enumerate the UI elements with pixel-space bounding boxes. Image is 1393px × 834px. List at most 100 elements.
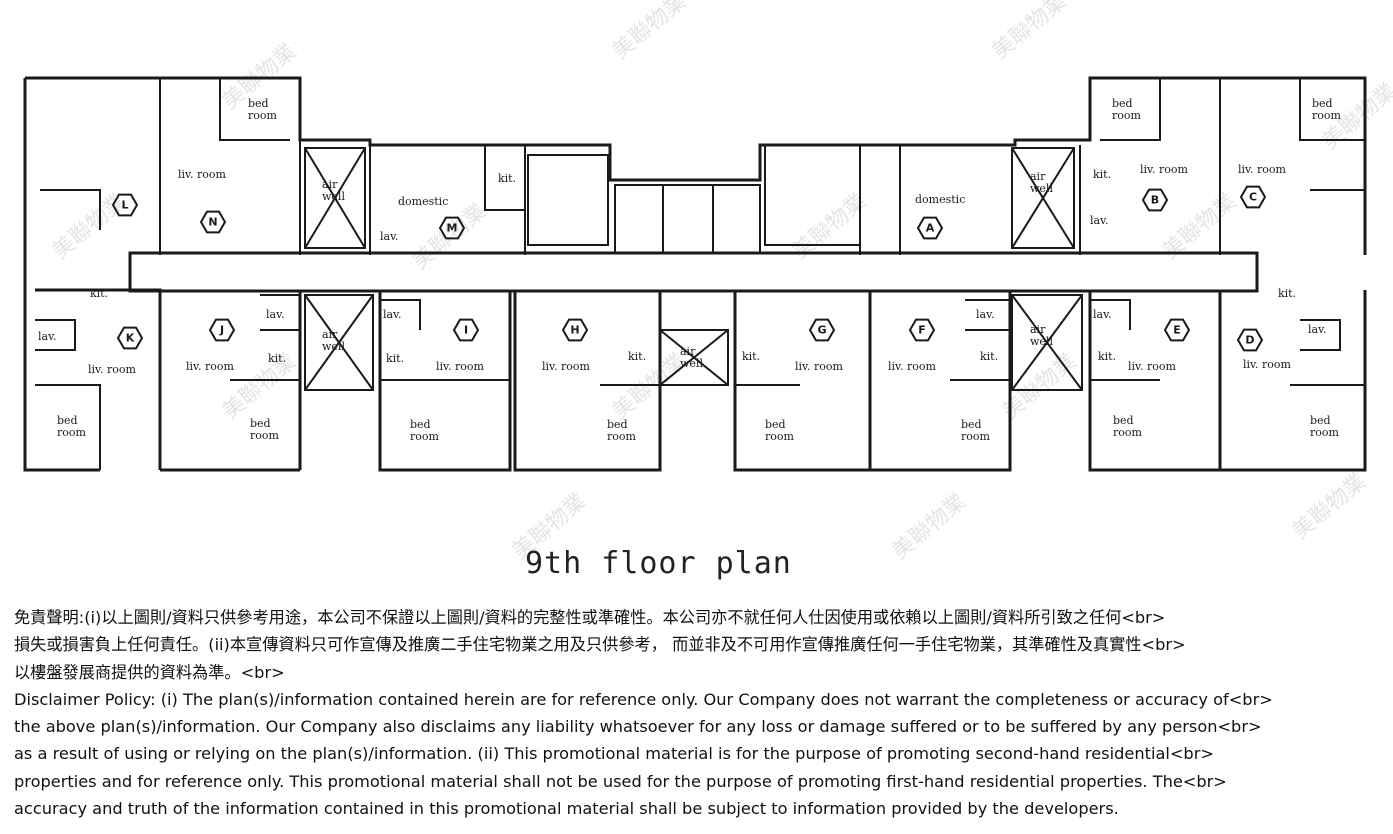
hexagon-icon [111,193,139,217]
room-label-domestic: domestic [398,195,448,208]
room-label-living-room: liv. room [542,360,590,373]
hexagon-icon [452,318,480,342]
room-label-lavatory: lav. [38,330,56,343]
unit-marker-i: I [452,318,480,342]
disclaimer-line: as a result of using or relying on the p… [14,744,1214,764]
room-labels: liv. room liv. room liv. room liv. room liv.… [38,97,1342,443]
room-label-bedroom: bed [607,418,628,431]
hexagon-icon [1239,185,1267,209]
room-label-living-room: liv. room [795,360,843,373]
room-label-kitchen: kit. [90,287,108,300]
unit-letter: H [570,324,579,337]
room-label-bedroom: room [1310,426,1340,439]
room-label-bedroom: room [250,429,280,442]
disclaimer: 免責聲明:(i)以上圖則/資料只供參考用途，本公司不保證以上圖則/資料的完整性或… [14,604,1384,822]
disclaimer-line: accuracy and truth of the information co… [14,799,1119,819]
floor-plan-drawing: 美聯物業美聯物業美聯物業美聯物業美聯物業美聯物業美聯物業美聯物業美聯物業美聯物業… [23,0,1393,581]
room-label-living-room: liv. room [436,360,484,373]
room-label-bedroom: room [410,430,440,443]
unit-letter: E [1173,324,1181,337]
watermark: 美聯物業 [988,0,1071,65]
unit-marker-h: H [561,318,589,342]
unit-marker-g: G [808,318,836,342]
room-label-bedroom: bed [410,418,431,431]
hexagon-icon [1141,188,1169,212]
unit-letter: G [817,324,826,337]
room-label-bedroom: room [961,430,991,443]
hexagon-icon [199,210,227,234]
room-label-bedroom: bed [961,418,982,431]
room-label-bedroom: bed [57,414,78,427]
room-label-lavatory: lav. [383,308,401,321]
room-label-bedroom: room [248,109,278,122]
room-label-lavatory: lav. [1090,214,1108,227]
unit-marker-a: A [916,216,944,240]
room-label-living-room: liv. room [1238,163,1286,176]
room-label-kitchen: kit. [268,352,286,365]
unit-marker-j: J [208,318,236,342]
unit-letter: I [464,324,468,337]
room-label-bedroom: room [1112,109,1142,122]
unit-marker-c: C [1239,185,1267,209]
disclaimer-line: 以樓盤發展商提供的資料為準。<br> [14,662,285,682]
room-label-kitchen: kit. [1098,350,1116,363]
room-label-living-room: liv. room [1128,360,1176,373]
unit-marker-d: D [1236,328,1264,352]
hexagon-icon [908,318,936,342]
room-label-living-room: liv. room [888,360,936,373]
unit-letter: A [926,222,935,235]
unit-letter: D [1245,334,1254,347]
hexagon-icon [916,216,944,240]
room-label-air-well: air [322,178,338,191]
room-label-bedroom: bed [248,97,269,110]
room-label-air-well: air [680,345,696,358]
room-label-lavatory: lav. [976,308,994,321]
room-label-lavatory: lav. [380,230,398,243]
room-label-air-well: air [1030,323,1046,336]
disclaimer-line: properties and for reference only. This … [14,771,1227,791]
unit-letter: F [918,324,926,337]
plan-title: 9th floor plan [525,546,792,581]
room-label-bedroom: bed [1310,414,1331,427]
unit-letter: N [208,216,217,229]
unit-marker-b: B [1141,188,1169,212]
room-label-living-room: liv. room [186,360,234,373]
room-label-living-room: liv. room [178,168,226,181]
room-label-bedroom: bed [1112,97,1133,110]
room-label-air-well: well [322,340,345,353]
disclaimer-line: the above plan(s)/information. Our Compa… [14,717,1262,737]
watermark: 美聯物業 [608,0,691,65]
unit-letter: B [1151,194,1159,207]
walls [23,76,1367,472]
room-label-kitchen: kit. [1093,168,1111,181]
unit-marker-f: F [908,318,936,342]
floor-plan: 美聯物業美聯物業美聯物業美聯物業美聯物業美聯物業美聯物業美聯物業美聯物業美聯物業… [23,0,1393,581]
room-label-bedroom: bed [1312,97,1333,110]
watermark: 美聯物業 [1288,469,1371,545]
disclaimer-line: 免責聲明:(i)以上圖則/資料只供參考用途，本公司不保證以上圖則/資料的完整性或… [14,608,1166,627]
unit-marker-e: E [1163,318,1191,342]
room-label-living-room: liv. room [1140,163,1188,176]
unit-markers: L N M A B C K J I H G F E D [111,185,1267,352]
hexagon-icon [1163,318,1191,342]
hexagon-icon [1236,328,1264,352]
unit-letter: M [447,222,458,235]
room-label-air-well: well [680,357,703,370]
unit-letter: J [219,324,224,337]
room-label-domestic: domestic [915,193,965,206]
unit-marker-l: L [111,193,139,217]
room-label-lavatory: lav. [1308,323,1326,336]
room-label-kitchen: kit. [1278,287,1296,300]
room-label-kitchen: kit. [628,350,646,363]
unit-marker-k: K [116,326,144,350]
watermark: 美聯物業 [408,199,491,275]
room-label-bedroom: bed [1113,414,1134,427]
room-label-bedroom: bed [765,418,786,431]
room-label-bedroom: room [1312,109,1342,122]
hexagon-icon [561,318,589,342]
room-label-bedroom: room [57,426,87,439]
unit-letter: L [121,199,128,212]
room-label-air-well: well [322,190,345,203]
hexagon-icon [808,318,836,342]
room-label-bedroom: room [607,430,637,443]
